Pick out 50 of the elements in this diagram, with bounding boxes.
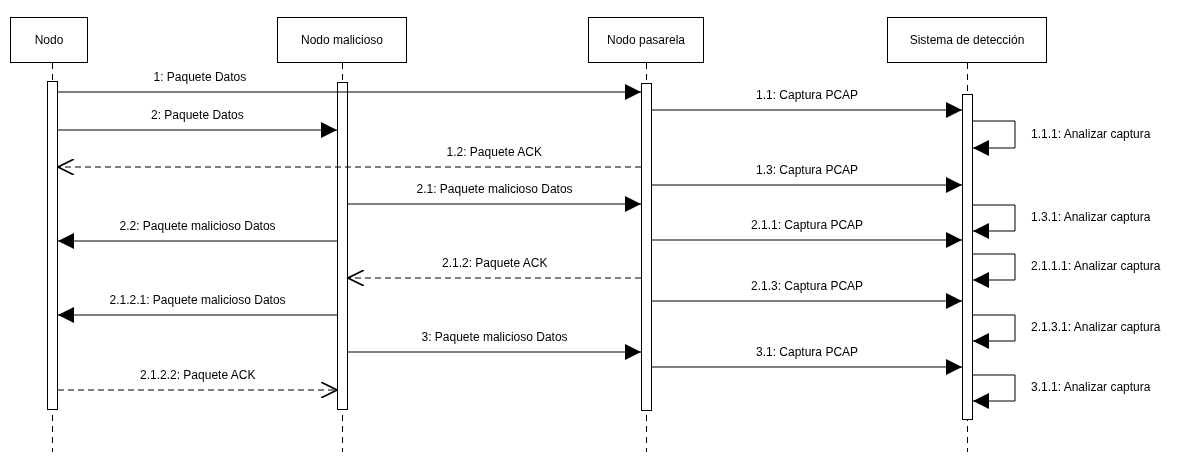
participant-box — [887, 17, 1047, 63]
self-message-arrow — [972, 253, 1016, 288]
message-arrow — [651, 359, 963, 375]
message-arrow — [57, 84, 642, 100]
message-label: 2.1.2: Paquete ACK — [442, 256, 548, 270]
message-label: 3: Paquete malicioso Datos — [421, 330, 568, 344]
message-label: 1.3.1: Analizar captura — [1031, 210, 1151, 224]
message-label: 2.1.2.1: Paquete malicioso Datos — [109, 293, 286, 307]
message-label: 1.1: Captura PCAP — [756, 88, 859, 102]
participant-box — [277, 17, 407, 63]
self-message-arrow — [972, 314, 1016, 349]
message-arrow — [347, 344, 642, 360]
message-arrow — [57, 307, 338, 323]
self-message-arrow — [972, 204, 1016, 239]
activation-bar — [962, 94, 973, 420]
message-label: 2.1.1.1: Analizar captura — [1031, 259, 1161, 273]
message-label: 1.1.1: Analizar captura — [1031, 126, 1151, 141]
activation-bar — [641, 83, 652, 411]
return-message-arrow — [57, 381, 338, 399]
message-label: 2.1.3: Captura PCAP — [751, 279, 864, 293]
participant-name: Sistema de detección — [909, 33, 1025, 47]
participant-name: Nodo — [34, 33, 64, 47]
self-message-arrow — [972, 120, 1016, 156]
message-arrow — [651, 293, 963, 309]
participant-box — [10, 17, 88, 63]
message-arrow — [57, 122, 338, 138]
return-message-arrow — [347, 269, 642, 287]
message-label: 2.1.1: Captura PCAP — [751, 218, 864, 232]
participant-box — [588, 17, 704, 63]
message-label: 3.1.1: Analizar captura — [1031, 380, 1151, 394]
participant-name: Nodo malicioso — [300, 33, 383, 47]
message-label: 2.2: Paquete malicioso Datos — [119, 219, 276, 233]
message-label: 1.3: Captura PCAP — [756, 163, 859, 177]
message-arrow — [651, 177, 963, 193]
participant-name: Nodo pasarela — [606, 33, 686, 47]
message-arrow — [651, 232, 963, 248]
message-label: 2.1.3.1: Analizar captura — [1031, 320, 1161, 334]
activation-bar — [337, 82, 348, 410]
message-label: 1.2: Paquete ACK — [446, 145, 542, 159]
message-arrow — [57, 233, 338, 249]
message-label: 2: Paquete Datos — [151, 108, 244, 122]
message-label: 3.1: Captura PCAP — [756, 345, 859, 359]
message-label: 1: Paquete Datos — [153, 70, 247, 84]
return-message-arrow — [57, 158, 642, 176]
activation-bar — [47, 81, 58, 410]
message-label: 2.1.2.2: Paquete ACK — [140, 368, 256, 382]
message-arrow — [651, 102, 963, 118]
self-message-arrow — [972, 374, 1016, 409]
message-label: 2.1: Paquete malicioso Datos — [416, 182, 573, 196]
message-arrow — [347, 196, 642, 212]
